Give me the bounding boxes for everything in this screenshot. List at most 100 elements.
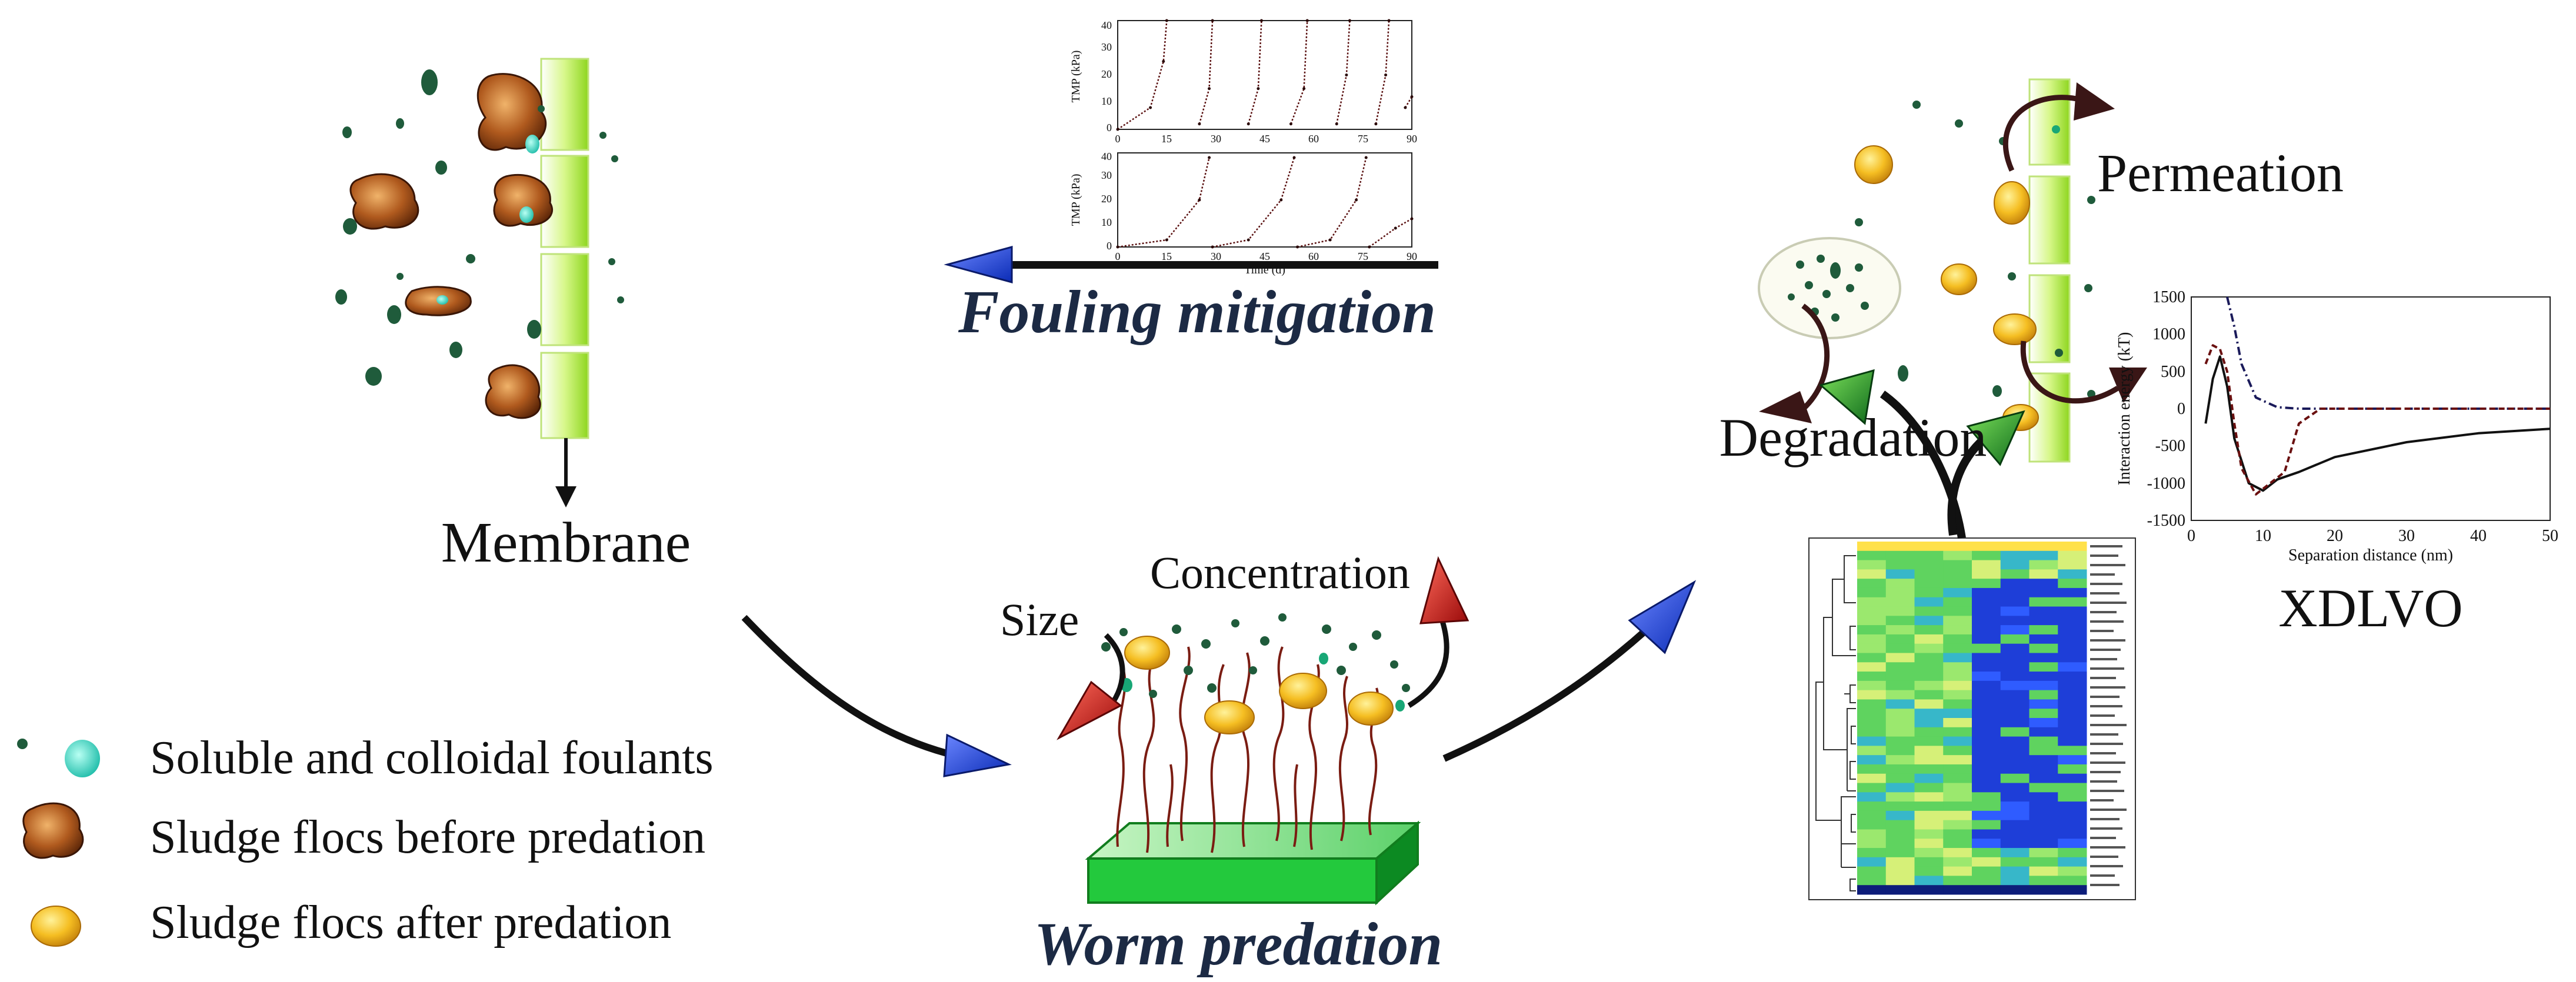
heatmap-cell bbox=[2058, 587, 2087, 598]
heatmap-cell bbox=[1885, 848, 1915, 858]
heatmap-cell bbox=[2058, 839, 2087, 849]
heatmap-cell bbox=[2058, 560, 2087, 570]
heatmap-cell bbox=[2029, 829, 2058, 839]
tmp-point bbox=[1348, 19, 1351, 22]
heatmap-cell bbox=[2058, 672, 2087, 682]
heatmap-cell bbox=[1943, 579, 1972, 589]
heatmap-cell bbox=[1972, 773, 2001, 784]
xdlvo-ylabel: Interaction energy (kT) bbox=[2115, 332, 2134, 486]
tmp-series-line bbox=[1117, 157, 1412, 248]
heatmap-cell bbox=[2000, 755, 2030, 765]
size-label: Size bbox=[1000, 594, 1079, 645]
heatmap-cell bbox=[2058, 542, 2087, 552]
heatmap-cell bbox=[1972, 699, 2001, 709]
svg-text:20: 20 bbox=[2327, 527, 2343, 545]
heatmap-cell bbox=[1885, 755, 1915, 765]
heatmap-cell bbox=[2000, 718, 2030, 728]
heatmap-dendrogram bbox=[1815, 555, 1856, 891]
heatmap-cell bbox=[2029, 773, 2058, 784]
legend-text-before: Sludge flocs before predation bbox=[150, 811, 705, 863]
heatmap-cell bbox=[2029, 550, 2058, 561]
heatmap-cell bbox=[2000, 792, 2030, 802]
membrane-strip bbox=[540, 58, 589, 439]
heatmap-cell bbox=[2029, 783, 2058, 793]
heatmap-cell bbox=[2058, 606, 2087, 616]
svg-text:90: 90 bbox=[1407, 133, 1417, 145]
heatmap-cell bbox=[2058, 653, 2087, 663]
heatmap-cell bbox=[1885, 764, 1915, 774]
heatmap-cell bbox=[1857, 606, 1887, 616]
heatmap-cell bbox=[1857, 709, 1887, 719]
heatmap-cell bbox=[2000, 634, 2030, 644]
legend-item-soluble: Soluble and colloidal foulants bbox=[17, 732, 714, 784]
sediment-box bbox=[1085, 820, 1421, 906]
svg-text:60: 60 bbox=[1308, 250, 1319, 262]
heatmap-cell bbox=[2029, 839, 2058, 849]
heatmap-cell bbox=[1943, 783, 1972, 793]
heatmap-cell bbox=[1857, 550, 1887, 561]
svg-text:0: 0 bbox=[1115, 133, 1121, 145]
heatmap-cell bbox=[1914, 783, 1944, 793]
heatmap-cell bbox=[1885, 672, 1915, 682]
heatmap-cell bbox=[1972, 839, 2001, 849]
heatmap-cell bbox=[1857, 866, 1887, 876]
heatmap-cell bbox=[1943, 662, 1972, 672]
tmp-point bbox=[1335, 122, 1338, 126]
heatmap-cell bbox=[1943, 848, 1972, 858]
tmp-point bbox=[1394, 226, 1397, 230]
heatmap-cell bbox=[1943, 560, 1972, 570]
heatmap-cell bbox=[1857, 876, 1887, 886]
heatmap-cell bbox=[2029, 579, 2058, 589]
concentration-label: Concentration bbox=[1150, 547, 1410, 598]
heatmap-cell bbox=[1972, 672, 2001, 682]
heatmap-cell bbox=[1857, 755, 1887, 765]
heatmap-cell bbox=[1857, 690, 1887, 700]
dark-green-dots bbox=[335, 69, 624, 386]
heatmap-cell bbox=[2029, 792, 2058, 802]
heatmap-cell bbox=[1943, 672, 1972, 682]
svg-text:0: 0 bbox=[1115, 250, 1121, 262]
tmp-point bbox=[1165, 238, 1168, 242]
heatmap-cell bbox=[2029, 672, 2058, 682]
heatmap-cell bbox=[1914, 718, 1944, 728]
concentration-arrow bbox=[1407, 556, 1469, 708]
tmp-point bbox=[1345, 74, 1348, 76]
heatmap-cell bbox=[1943, 839, 1972, 849]
heatmap-cell bbox=[2058, 810, 2087, 821]
arrow-predation-to-community bbox=[1442, 580, 1697, 762]
tmp-top-ylabel: TMP (kPa) bbox=[1069, 51, 1082, 103]
heatmap-cell bbox=[1857, 699, 1887, 709]
tmp-point bbox=[1410, 95, 1414, 98]
heatmap-cell bbox=[1857, 839, 1887, 849]
heatmap-cell bbox=[2000, 579, 2030, 589]
heatmap-cell bbox=[1914, 690, 1944, 700]
svg-text:75: 75 bbox=[1358, 133, 1368, 145]
heatmap-cell bbox=[2058, 755, 2087, 765]
heatmap-cell bbox=[2058, 829, 2087, 839]
heatmap-cell bbox=[1857, 885, 1887, 895]
heatmap-cell bbox=[2000, 597, 2030, 607]
heatmap-cell bbox=[1914, 579, 1944, 589]
tmp-top-series bbox=[1116, 19, 1414, 131]
heatmap-cell bbox=[1914, 773, 1944, 784]
heatmap-cell bbox=[2058, 857, 2087, 867]
heatmap-cell bbox=[2029, 736, 2058, 746]
heatmap-cell bbox=[1972, 727, 2001, 737]
heatmap-cell bbox=[2000, 709, 2030, 719]
tmp-point bbox=[1208, 87, 1211, 91]
xdlvo-yticks: 1500 1000 500 0 -500 -1000 -1500 bbox=[2147, 288, 2185, 530]
heatmap-cell bbox=[1857, 680, 1887, 691]
heatmap-cell bbox=[1972, 885, 2001, 895]
heatmap-cell bbox=[2058, 727, 2087, 737]
heatmap-cell bbox=[1972, 810, 2001, 821]
heatmap-cell bbox=[1885, 542, 1915, 552]
svg-text:30: 30 bbox=[1101, 41, 1112, 53]
tmp-point bbox=[1247, 238, 1250, 242]
tmp-point bbox=[1149, 106, 1152, 109]
heatmap-cell bbox=[2000, 885, 2030, 895]
tmp-point bbox=[1292, 156, 1296, 159]
tmp-point bbox=[1162, 59, 1165, 63]
heatmap-cell bbox=[1972, 755, 2001, 765]
heatmap-cell bbox=[1885, 783, 1915, 793]
heatmap-cell bbox=[1943, 727, 1972, 737]
